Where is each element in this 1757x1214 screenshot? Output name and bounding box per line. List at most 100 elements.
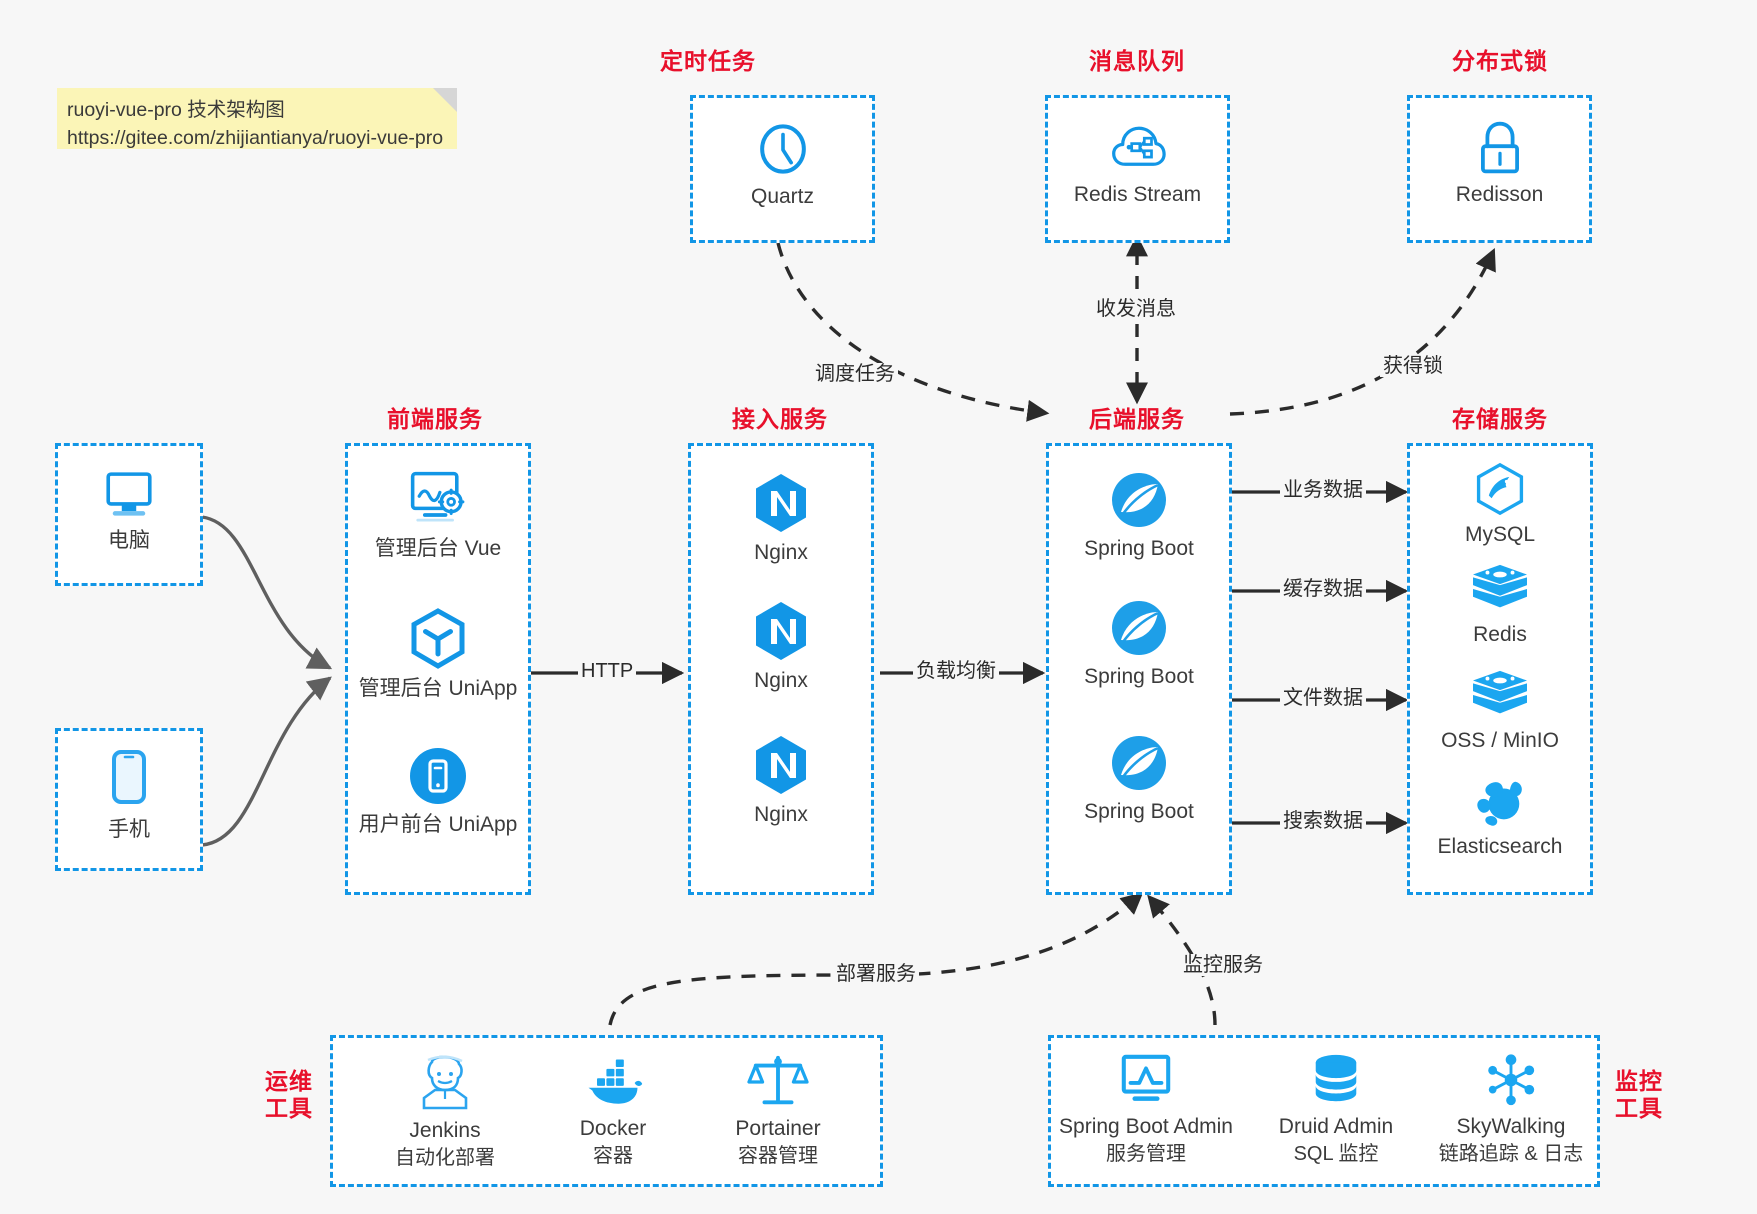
node-spring-boot-3[interactable]: Spring Boot	[1049, 733, 1229, 826]
elasticsearch-icon	[1477, 781, 1522, 826]
node-nginx-2[interactable]: Nginx	[691, 600, 871, 695]
node-mobile[interactable]: 手机	[58, 749, 200, 844]
database-icon	[1315, 1054, 1357, 1102]
skywalking-icon	[1488, 1054, 1535, 1106]
node-label: Nginx	[754, 541, 808, 564]
spring-boot-icon	[1112, 473, 1166, 527]
node-label: Spring Boot	[1084, 537, 1194, 560]
edge-label-search-data: 搜索数据	[1280, 810, 1366, 832]
cloud-stream-icon	[1111, 126, 1166, 166]
node-spring-boot-2[interactable]: Spring Boot	[1049, 598, 1229, 691]
node-spring-boot-1[interactable]: Spring Boot	[1049, 470, 1229, 563]
diagram-note: ruoyi-vue-pro 技术架构图 https://gitee.com/zh…	[57, 88, 457, 149]
node-oss-minio[interactable]: OSS / MinIO	[1410, 668, 1590, 755]
group-title-monitoring-line1: 监控	[1615, 1068, 1663, 1094]
group-box-client-desktop: 电脑	[55, 443, 203, 586]
phone-app-icon	[410, 748, 466, 804]
node-label: Redisson	[1455, 183, 1544, 206]
group-title-backend: 后端服务	[1089, 406, 1185, 432]
node-admin-vue[interactable]: 管理后台 Vue	[348, 468, 528, 563]
nginx-icon	[756, 736, 806, 794]
edge-label-acquire-lock: 获得锁	[1380, 355, 1446, 377]
docker-icon	[588, 1059, 643, 1104]
node-mysql[interactable]: MySQL	[1410, 462, 1590, 549]
node-redis[interactable]: Redis	[1410, 562, 1590, 649]
group-title-gateway: 接入服务	[732, 406, 828, 432]
node-redis-stream[interactable]: Redis Stream	[1048, 122, 1227, 209]
edge-label-load-balance: 负载均衡	[913, 660, 999, 682]
group-box-scheduled-task: Quartz	[690, 95, 875, 243]
note-title-line: ruoyi-vue-pro 技术架构图	[67, 99, 285, 121]
node-label: Spring Boot	[1084, 665, 1194, 688]
edge-label-cache-data: 缓存数据	[1280, 578, 1366, 600]
node-portainer[interactable]: Portainer 容器管理	[688, 1052, 868, 1169]
node-druid-admin[interactable]: Druid Admin SQL 监控	[1246, 1052, 1426, 1167]
edge-label-monitor-service: 监控服务	[1180, 954, 1266, 976]
node-label: Nginx	[754, 669, 808, 692]
group-title-devops-line2: 工具	[265, 1095, 313, 1122]
jenkins-icon	[422, 1055, 468, 1110]
node-admin-uniapp[interactable]: 管理后台 UniApp	[348, 608, 528, 703]
node-user-uniapp[interactable]: 用户前台 UniApp	[348, 746, 528, 839]
group-title-monitoring: 监控 工具	[1608, 1068, 1670, 1122]
edge-label-deploy-service: 部署服务	[833, 963, 919, 985]
node-nginx-3[interactable]: Nginx	[691, 734, 871, 829]
dashboard-vue-icon	[410, 471, 465, 522]
desktop-icon	[106, 472, 152, 516]
group-box-devops: Jenkins 自动化部署 Docker 容器	[330, 1035, 883, 1187]
spring-boot-icon	[1112, 736, 1166, 790]
edge-label-business-data: 业务数据	[1280, 479, 1366, 501]
node-label: 电脑	[108, 529, 150, 552]
node-elasticsearch[interactable]: Elasticsearch	[1410, 774, 1590, 861]
group-title-frontend: 前端服务	[387, 406, 483, 432]
node-label: 用户前台 UniApp	[358, 813, 518, 836]
node-sublabel: 链路追踪 & 日志	[1438, 1142, 1584, 1165]
node-desktop[interactable]: 电脑	[58, 466, 200, 555]
group-title-scheduled-task: 定时任务	[660, 48, 756, 74]
group-title-devops-line1: 运维	[265, 1068, 313, 1094]
node-label: 管理后台 UniApp	[358, 677, 518, 700]
group-box-message-queue: Redis Stream	[1045, 95, 1230, 243]
node-skywalking[interactable]: SkyWalking 链路追踪 & 日志	[1421, 1052, 1601, 1167]
node-label: Redis Stream	[1073, 183, 1202, 206]
node-label: Redis	[1473, 623, 1527, 646]
group-title-message-queue: 消息队列	[1089, 48, 1185, 74]
node-sublabel: 容器	[593, 1144, 633, 1167]
group-box-monitoring: Spring Boot Admin 服务管理 Druid Admin SQL 监…	[1048, 1035, 1600, 1187]
edge-label-file-data: 文件数据	[1280, 687, 1366, 709]
oss-minio-icon	[1473, 670, 1527, 714]
note-url-line: https://gitee.com/zhijiantianya/ruoyi-vu…	[67, 126, 444, 149]
node-label: Elasticsearch	[1437, 835, 1563, 858]
node-sublabel: 自动化部署	[395, 1146, 495, 1169]
node-label: Spring Boot	[1084, 800, 1194, 823]
group-box-backend: Spring Boot Spring Boot Spring Boot	[1046, 443, 1232, 895]
group-box-gateway: Nginx Nginx Nginx	[688, 443, 874, 895]
node-quartz[interactable]: Quartz	[693, 120, 872, 211]
group-box-distributed-lock: Redisson	[1407, 95, 1592, 243]
node-label: MySQL	[1464, 523, 1535, 546]
node-sublabel: 服务管理	[1106, 1142, 1186, 1165]
group-box-storage: MySQL Redis OSS / MinIO	[1407, 443, 1593, 895]
nginx-icon	[756, 602, 806, 660]
node-label: OSS / MinIO	[1441, 729, 1559, 752]
edge-label-schedule-task: 调度任务	[812, 363, 898, 385]
node-label: Docker	[579, 1117, 647, 1140]
node-label: Jenkins	[409, 1119, 481, 1142]
node-docker[interactable]: Docker 容器	[523, 1056, 703, 1169]
node-nginx-1[interactable]: Nginx	[691, 472, 871, 567]
node-spring-boot-admin[interactable]: Spring Boot Admin 服务管理	[1046, 1052, 1246, 1167]
node-jenkins[interactable]: Jenkins 自动化部署	[355, 1052, 535, 1171]
node-label: SkyWalking	[1456, 1115, 1566, 1138]
cube-uniapp-icon	[411, 608, 465, 669]
node-label: 管理后台 Vue	[374, 537, 502, 560]
clock-icon	[759, 124, 806, 174]
note-fold-corner	[433, 88, 457, 112]
monitor-chart-icon	[1121, 1054, 1171, 1101]
mysql-icon	[1476, 462, 1524, 516]
group-title-monitoring-line2: 工具	[1615, 1095, 1663, 1122]
group-title-storage: 存储服务	[1452, 406, 1548, 432]
node-label: 手机	[108, 818, 150, 841]
edge-label-send-receive: 收发消息	[1093, 298, 1179, 320]
node-redisson[interactable]: Redisson	[1410, 120, 1589, 209]
